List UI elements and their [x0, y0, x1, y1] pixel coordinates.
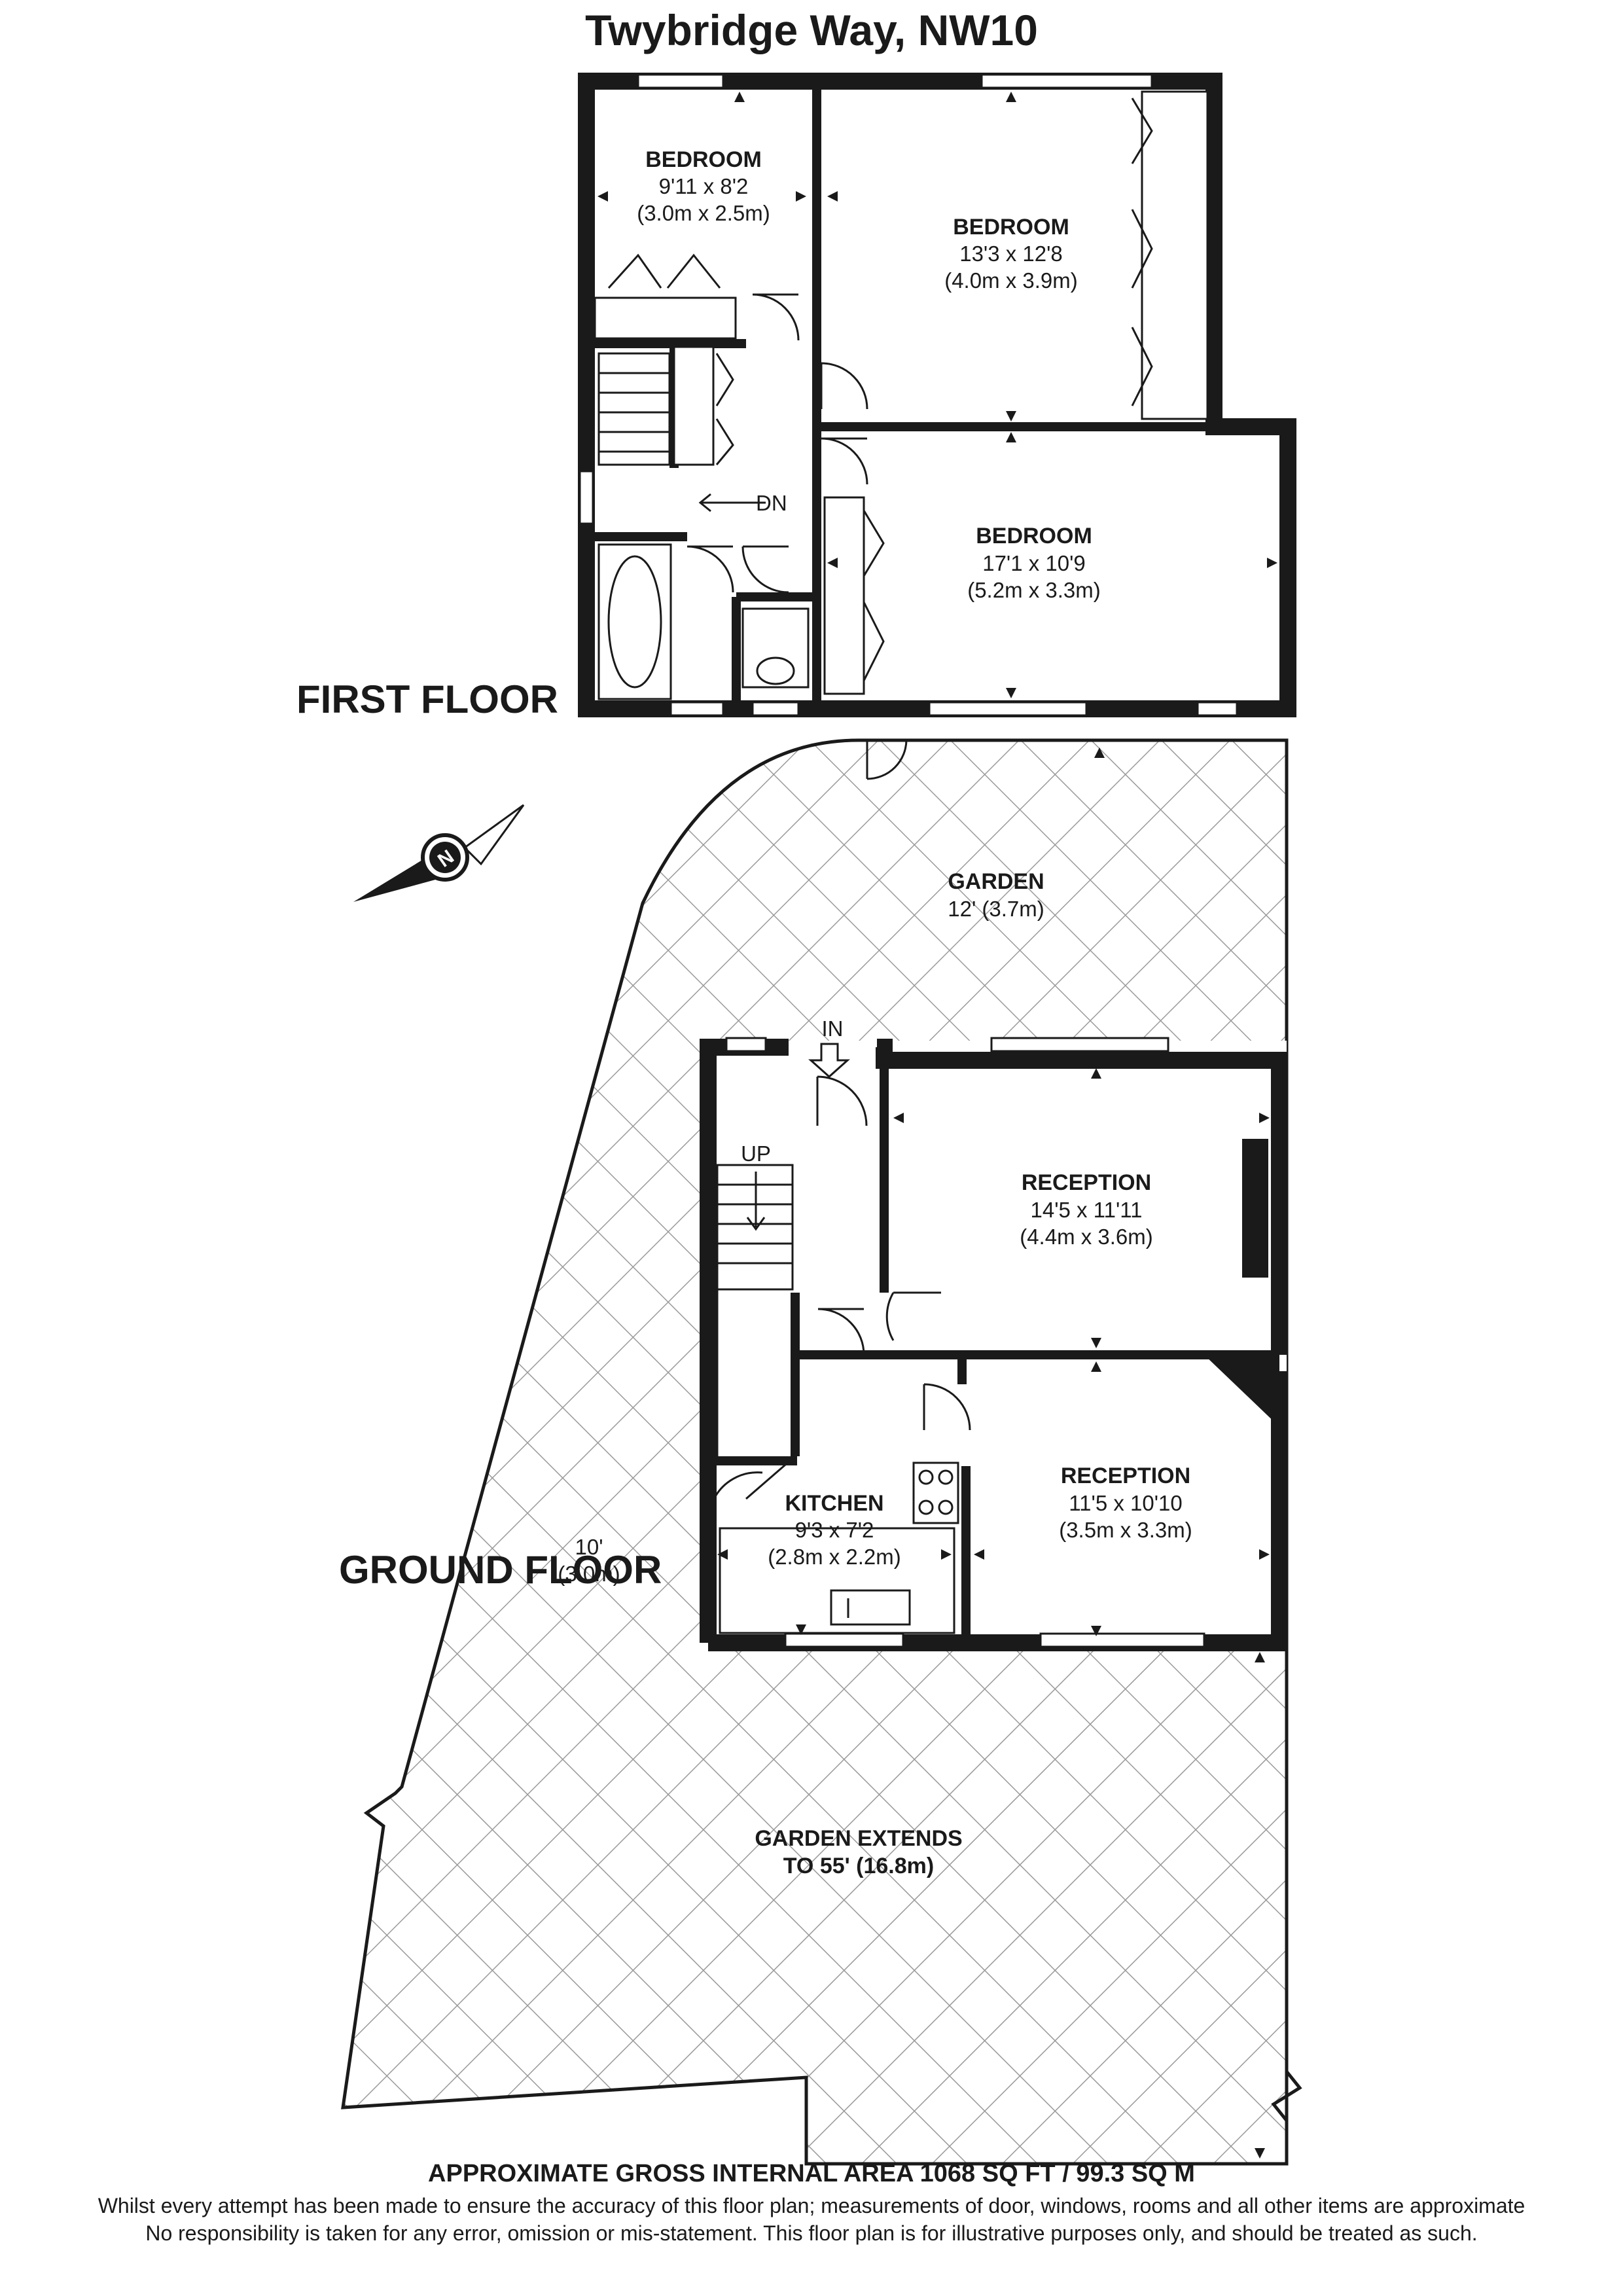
first-floor-plan: [578, 73, 1296, 717]
room-dimension: 14'5 x 11'11: [1030, 1198, 1142, 1222]
garden-name: GARDEN EXTENDS: [755, 1826, 962, 1851]
first-floor-label: FIRST FLOOR: [296, 677, 558, 721]
garden-measure: TO 55' (16.8m): [783, 1854, 934, 1878]
stair-label: DN: [756, 491, 787, 515]
room-name: KITCHEN: [785, 1491, 883, 1516]
ground-floor-labels: GARDEN 12' (3.7m) RECEPTION 14'5 x 11'11…: [558, 869, 1192, 1878]
disclaimer-line: Whilst every attempt has been made to en…: [98, 2194, 1525, 2217]
room-dimension-metric: (4.0m x 3.9m): [944, 268, 1078, 293]
garden-measure: 12' (3.7m): [948, 897, 1044, 921]
room-name: BEDROOM: [976, 524, 1092, 548]
disclaimer-line: No responsibility is taken for any error…: [145, 2221, 1478, 2245]
first-floor-labels: BEDROOM 9'11 x 8'2 (3.0m x 2.5m) BEDROOM…: [637, 147, 1101, 602]
room-dimension-metric: (2.8m x 2.2m): [768, 1545, 901, 1569]
plan-title: Twybridge Way, NW10: [585, 6, 1038, 54]
compass-rose: [353, 804, 525, 902]
ground-floor-label: GROUND FLOOR: [339, 1548, 662, 1592]
room-dimension-metric: (5.2m x 3.3m): [967, 578, 1101, 602]
room-dimension: 13'3 x 12'8: [959, 242, 1063, 266]
ground-floor-plan: [700, 739, 1288, 2159]
room-dimension: 17'1 x 10'9: [982, 551, 1086, 575]
room-name: BEDROOM: [645, 147, 762, 172]
room-dimension: 11'5 x 10'10: [1069, 1491, 1182, 1515]
room-dimension: 9'3 x 7'2: [795, 1518, 874, 1542]
room-dimension-metric: (3.0m x 2.5m): [637, 201, 770, 225]
room-name: RECEPTION: [1022, 1170, 1151, 1195]
garden-name: 10': [575, 1535, 603, 1559]
room-dimension-metric: (4.4m x 3.6m): [1020, 1225, 1153, 1249]
entrance-label: IN: [822, 1016, 844, 1041]
stair-label: UP: [741, 1141, 771, 1166]
room-dimension: 9'11 x 8'2: [659, 174, 749, 198]
garden-name: GARDEN: [948, 869, 1044, 894]
room-name: BEDROOM: [953, 215, 1069, 240]
room-name: RECEPTION: [1061, 1463, 1190, 1488]
garden-measure: (3.0m): [558, 1562, 620, 1586]
room-dimension-metric: (3.5m x 3.3m): [1059, 1518, 1192, 1542]
gross-area-summary: APPROXIMATE GROSS INTERNAL AREA 1068 SQ …: [428, 2160, 1195, 2187]
